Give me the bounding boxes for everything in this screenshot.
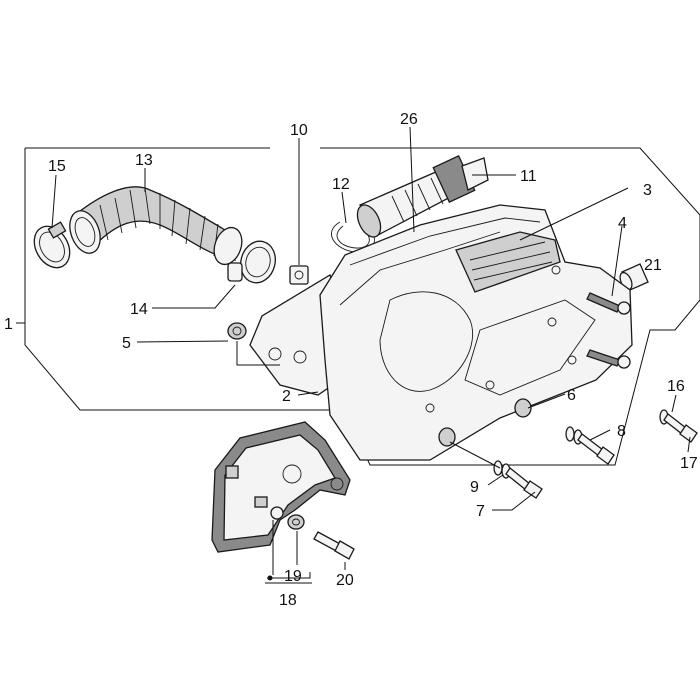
- washer: [287, 514, 305, 530]
- callout-6: 6: [567, 387, 576, 404]
- callout-14: 14: [130, 301, 148, 318]
- callout-8: 8: [617, 423, 626, 440]
- callout-19: 19: [284, 568, 302, 585]
- callout-10: 10: [290, 122, 308, 139]
- intake-hose: [69, 186, 243, 266]
- housing-screws: [586, 292, 631, 369]
- bracket-cover: [211, 421, 351, 553]
- hose-clamp-right: [227, 240, 276, 284]
- spacer: [438, 398, 532, 447]
- callout-labels: 1 2 3 4 5 6 7 8 9 10 11 12 13 14 15 16 1…: [4, 111, 698, 609]
- callout-9: 9: [470, 479, 479, 496]
- callout-1: 1: [4, 316, 13, 333]
- callout-26: 26: [400, 111, 418, 128]
- callout-4: 4: [618, 215, 627, 232]
- callout-18: 18: [279, 592, 297, 609]
- leader-lines: [16, 126, 691, 584]
- bolt-upper: [565, 426, 615, 465]
- hose-clamp-left: [33, 221, 71, 269]
- bolt-bracket: [313, 531, 355, 560]
- clip-nut: [289, 265, 309, 285]
- callout-5: 5: [122, 335, 131, 352]
- callout-12: 12: [332, 176, 350, 193]
- airbox-housing: [319, 204, 633, 461]
- callout-17: 17: [680, 455, 698, 472]
- callout-20: 20: [336, 572, 354, 589]
- callout-2: 2: [282, 388, 291, 405]
- callout-11: 11: [520, 168, 537, 185]
- callout-21: 21: [644, 257, 662, 274]
- assembly-outline: [24, 147, 700, 466]
- callout-16: 16: [667, 378, 685, 395]
- bolt-lower: [493, 460, 543, 499]
- callout-3: 3: [643, 182, 652, 199]
- grommet: [227, 322, 247, 340]
- bolt-right: [659, 409, 698, 443]
- callout-13: 13: [135, 152, 153, 169]
- callout-7: 7: [476, 503, 485, 520]
- bullet-dot: [267, 575, 273, 581]
- callout-15: 15: [48, 158, 66, 175]
